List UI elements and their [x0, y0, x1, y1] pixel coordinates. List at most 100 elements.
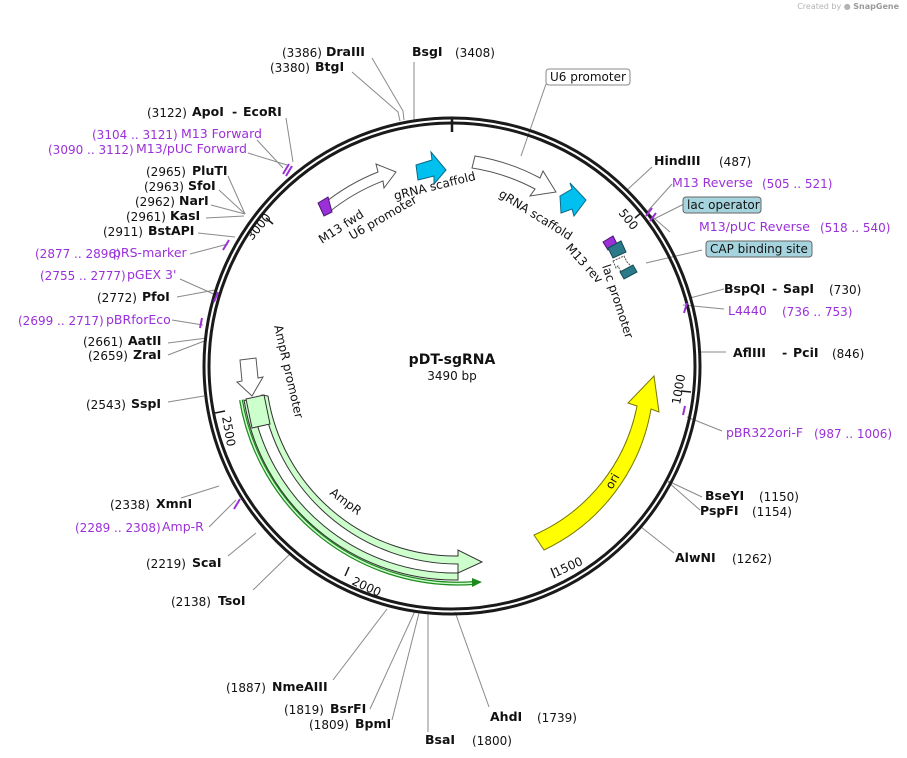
svg-text:(1154): (1154)	[752, 505, 792, 519]
enzyme-sfoi[interactable]: (2963) SfoI	[144, 178, 216, 194]
svg-text:CAP binding site: CAP binding site	[710, 242, 808, 256]
enzyme-zrai[interactable]: (2659) ZraI	[88, 347, 161, 363]
enzyme-scai[interactable]: (2219) ScaI	[146, 555, 222, 571]
leader-lines	[167, 57, 726, 732]
enzyme-draiii[interactable]: (3386) DraIII	[282, 44, 365, 60]
svg-text:-: -	[782, 345, 787, 360]
svg-text:PfoI: PfoI	[142, 289, 170, 304]
enzyme-bseyi[interactable]: BseYI (1150)	[705, 488, 799, 504]
primer-pbrforeco[interactable]: (2699 .. 2717) pBRforEco	[18, 312, 171, 328]
feature-grna-scaffold-2[interactable]	[471, 155, 557, 197]
svg-text:(846): (846)	[832, 347, 864, 361]
enzyme-bspqi-sapi[interactable]: BspQI - SapI (730)	[724, 281, 861, 297]
feature-ori[interactable]	[533, 374, 660, 551]
feature-ampr-promoter[interactable]	[235, 357, 264, 397]
svg-text:(3090 .. 3112): (3090 .. 3112)	[48, 143, 134, 157]
feature-grna-scaffold-3[interactable]	[559, 182, 587, 218]
svg-text:(3386): (3386)	[282, 46, 322, 60]
feature-ampr[interactable]	[243, 394, 484, 581]
svg-text:(2138): (2138)	[171, 595, 211, 609]
svg-text:U6 promoter: U6 promoter	[550, 70, 626, 84]
feature-grna-scaffold-1[interactable]	[415, 150, 447, 186]
svg-text:BsgI: BsgI	[412, 44, 443, 59]
created-by-credit: Created by ● SnapGene	[797, 2, 899, 11]
svg-text:(2289 .. 2308): (2289 .. 2308)	[75, 521, 161, 535]
enzyme-hindiii[interactable]: HindIII (487)	[654, 153, 751, 169]
feature-cap-binding-site[interactable]	[619, 264, 638, 280]
svg-text:BspQI: BspQI	[724, 281, 765, 296]
enzyme-aatii[interactable]: (2661) AatII	[83, 333, 161, 349]
svg-text:(3408): (3408)	[455, 46, 495, 60]
enzyme-bsai[interactable]: BsaI (1800)	[425, 732, 512, 748]
svg-text:(730): (730)	[829, 283, 861, 297]
svg-text:(2219): (2219)	[146, 557, 186, 571]
svg-text:(3104 .. 3121): (3104 .. 3121)	[92, 128, 178, 142]
svg-text:BstAPI: BstAPI	[148, 223, 194, 238]
svg-text:(2772): (2772)	[97, 291, 137, 305]
primer-m13-forward[interactable]: (3104 .. 3121) M13 Forward	[92, 126, 262, 142]
enzyme-nari[interactable]: (2962) NarI	[135, 193, 209, 209]
svg-text:(2661): (2661)	[83, 335, 123, 349]
svg-text:M13/pUC Forward: M13/pUC Forward	[136, 141, 247, 156]
enzyme-alwni[interactable]: AlwNI (1262)	[675, 550, 772, 566]
label-box-u6-promoter[interactable]: U6 promoter	[545, 68, 631, 86]
enzyme-bstapi[interactable]: (2911) BstAPI	[103, 223, 194, 239]
feature-m13-fwd[interactable]	[317, 196, 333, 217]
primer-m13-puc-forward[interactable]: (3090 .. 3112) M13/pUC Forward	[48, 141, 247, 157]
credit-prefix: Created by	[797, 2, 842, 11]
label-ori: ori	[602, 471, 622, 492]
enzyme-sspi[interactable]: (2543) SspI	[86, 396, 161, 412]
svg-text:DraIII: DraIII	[326, 44, 365, 59]
primer-amp-r[interactable]: (2289 .. 2308) Amp-R	[75, 519, 204, 535]
enzyme-afliii-pcii[interactable]: AflIII - PciI (846)	[733, 345, 864, 361]
enzyme-nmeaiii[interactable]: (1887) NmeAIII	[226, 679, 328, 695]
enzyme-bsrfi[interactable]: (1819) BsrFI	[284, 701, 366, 717]
svg-text:BseYI: BseYI	[705, 488, 744, 503]
feature-u6-promoter[interactable]	[321, 163, 397, 214]
primer-prs-marker[interactable]: (2877 .. 2896) pRS-marker	[35, 245, 188, 261]
enzyme-bsgi[interactable]: BsgI (3408)	[412, 44, 495, 60]
enzyme-kasi[interactable]: (2961) KasI	[126, 208, 200, 224]
svg-text:(518 .. 540): (518 .. 540)	[820, 221, 890, 235]
svg-text:AatII: AatII	[128, 333, 161, 348]
enzyme-pluti[interactable]: (2965) PluTI	[146, 163, 228, 179]
enzyme-bpmi[interactable]: (1809) BpmI	[309, 716, 391, 732]
svg-text:pBRforEco: pBRforEco	[106, 312, 171, 327]
svg-text:(987 .. 1006): (987 .. 1006)	[814, 427, 892, 441]
enzyme-tsoi[interactable]: (2138) TsoI	[171, 593, 246, 609]
svg-text:XmnI: XmnI	[156, 496, 192, 511]
svg-text:(2877 .. 2896): (2877 .. 2896)	[35, 247, 121, 261]
enzyme-apoi-ecori[interactable]: (3122) ApoI - EcoRI	[147, 104, 282, 120]
feature-lac-operator[interactable]	[607, 240, 627, 259]
label-box-lac-operator[interactable]: lac operator	[682, 196, 762, 214]
svg-text:SapI: SapI	[783, 281, 814, 296]
svg-text:(1887): (1887)	[226, 681, 266, 695]
feature-ampr-strand	[239, 399, 482, 587]
svg-text:(1150): (1150)	[759, 490, 799, 504]
label-box-cap-binding-site[interactable]: CAP binding site	[705, 240, 813, 258]
primer-pbr322ori-f[interactable]: pBR322ori-F (987 .. 1006)	[726, 425, 892, 441]
svg-text:pRS-marker: pRS-marker	[113, 245, 188, 260]
plasmid-name: pDT-sgRNA	[409, 352, 496, 368]
svg-text:PciI: PciI	[793, 345, 819, 360]
svg-text:(2755 .. 2777): (2755 .. 2777)	[40, 269, 126, 283]
enzyme-pfoi[interactable]: (2772) PfoI	[97, 289, 170, 305]
enzyme-btgi[interactable]: (3380) BtgI	[270, 59, 344, 75]
svg-text:SfoI: SfoI	[188, 178, 216, 193]
enzyme-xmni[interactable]: (2338) XmnI	[110, 496, 192, 512]
svg-text:EcoRI: EcoRI	[243, 104, 282, 119]
svg-text:(3122): (3122)	[147, 106, 187, 120]
svg-text:(1819): (1819)	[284, 703, 324, 717]
enzyme-pspfi[interactable]: PspFI (1154)	[700, 503, 792, 519]
svg-text:(2965): (2965)	[146, 165, 186, 179]
credit-brand: SnapGene	[853, 2, 899, 11]
svg-text:(2543): (2543)	[86, 398, 126, 412]
primer-l4440[interactable]: L4440 (736 .. 753)	[728, 303, 852, 319]
enzyme-ahdi[interactable]: AhdI (1739)	[490, 709, 577, 725]
primer-pgex-3[interactable]: (2755 .. 2777) pGEX 3'	[40, 267, 176, 283]
svg-text:M13 Forward: M13 Forward	[181, 126, 262, 141]
primer-m13-puc-reverse[interactable]: M13/pUC Reverse (518 .. 540)	[699, 219, 890, 235]
primer-m13-reverse[interactable]: M13 Reverse (505 .. 521)	[672, 175, 832, 191]
svg-text:SspI: SspI	[131, 396, 161, 411]
